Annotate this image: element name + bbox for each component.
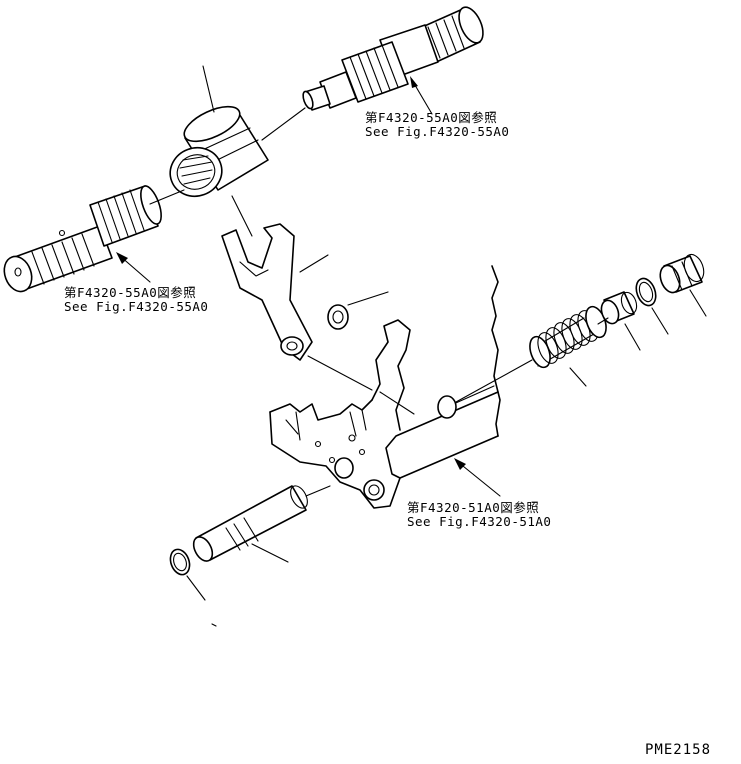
reference-label-en: See Fig.F4320-55A0: [64, 299, 209, 314]
shift-fork: [221, 223, 313, 361]
reference-label-jp: 第F4320-55A0図参照: [64, 285, 197, 300]
plug: [659, 253, 705, 294]
shift-sleeve: [169, 105, 269, 198]
reference-label-left: 第F4320-55A0図参照 See Fig.F4320-55A0: [64, 286, 208, 314]
shift-rod: [192, 485, 308, 562]
reference-label-jp: 第F4320-51A0図参照: [407, 500, 540, 515]
reference-label-upper: 第F4320-55A0図参照 See Fig.F4320-55A0: [365, 111, 509, 139]
reference-label-en: See Fig.F4320-51A0: [407, 514, 552, 529]
bore-hole: [437, 395, 457, 419]
washer: [327, 304, 349, 330]
leader-lines: [186, 65, 707, 627]
spring: [529, 305, 607, 369]
reference-label-lower: 第F4320-51A0図参照 See Fig.F4320-51A0: [407, 501, 551, 529]
snap-ring: [169, 548, 191, 576]
transmission-case: [269, 265, 501, 509]
lower-input-shaft: [3, 185, 162, 293]
center-lines: [149, 107, 609, 497]
drawing-code: PME2158: [645, 742, 712, 758]
o-ring-right: [635, 277, 657, 307]
reference-label-en: See Fig.F4320-55A0: [365, 124, 510, 139]
upper-output-shaft: [302, 6, 484, 111]
reference-arrows: [116, 76, 501, 497]
spacer-collar: [600, 291, 638, 325]
reference-label-jp: 第F4320-55A0図参照: [365, 110, 498, 125]
